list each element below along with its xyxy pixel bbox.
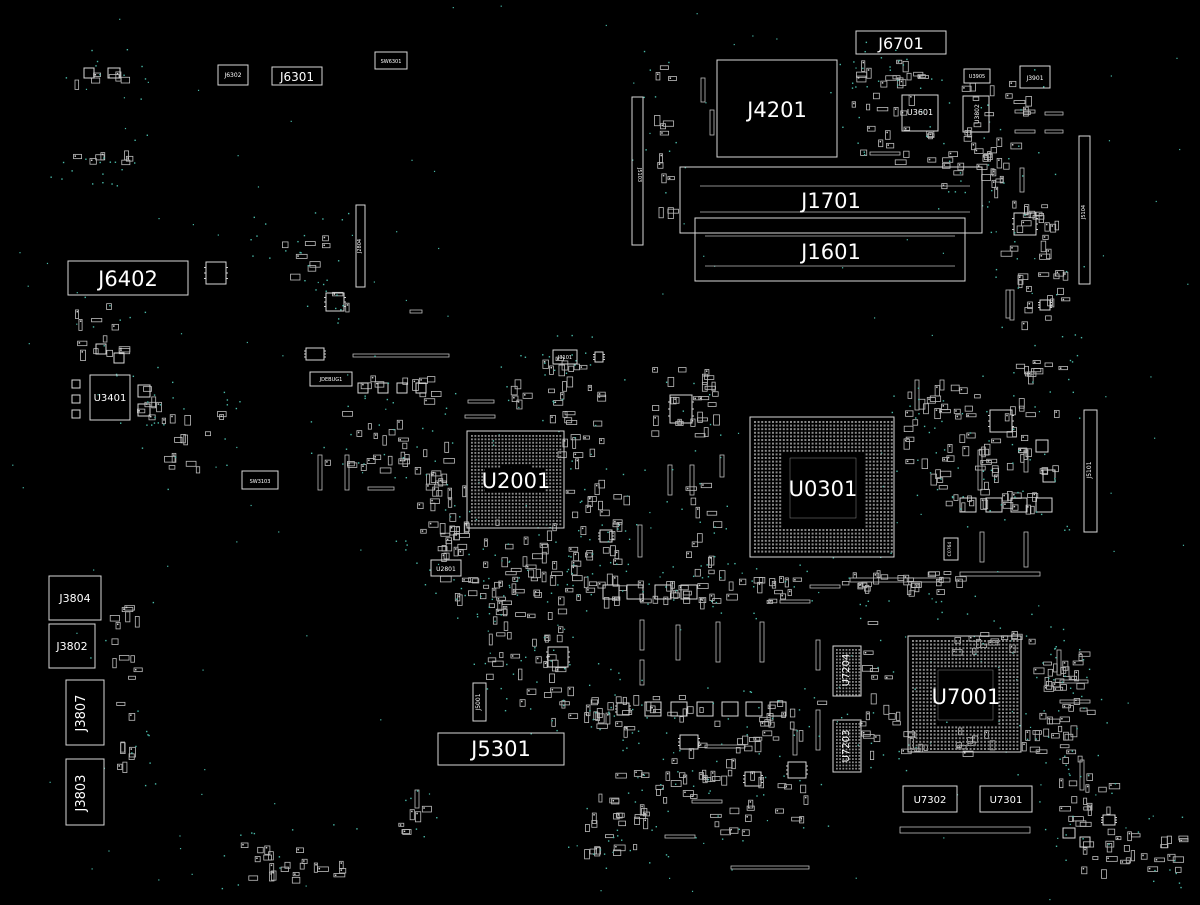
component-label: J2804 xyxy=(357,239,363,254)
component-label: U7204 xyxy=(841,654,852,687)
component-label: C0764 xyxy=(947,542,953,557)
bga-ball-grid xyxy=(836,723,861,770)
component-label: U7301 xyxy=(990,795,1023,806)
component-u7001[interactable]: U7001 xyxy=(907,635,1022,753)
component-j3901[interactable]: J3901 xyxy=(1019,65,1051,89)
component-label: J5301 xyxy=(469,737,531,761)
component-j6302[interactable]: J6302 xyxy=(217,64,249,86)
component-j1601[interactable]: J1601 xyxy=(694,217,966,282)
component-label: J1601 xyxy=(799,240,861,264)
component-label: U0301 xyxy=(789,477,858,501)
component-label: U3905 xyxy=(969,74,985,80)
component-label: J3101 xyxy=(557,355,572,361)
component-label: J6402 xyxy=(96,267,158,291)
component-label: J3901 xyxy=(1025,75,1043,82)
component-label: J3804 xyxy=(58,592,90,605)
component-label: J4201 xyxy=(745,98,807,122)
component-sw3103[interactable]: SW3103 xyxy=(241,470,279,490)
component-label: J3803 xyxy=(74,775,89,813)
component-j3804[interactable]: J3804 xyxy=(48,575,102,621)
component-label: J5103 xyxy=(636,167,642,182)
component-u7301[interactable]: U7301 xyxy=(979,785,1033,813)
component-j3802[interactable]: J3802 xyxy=(48,623,96,669)
bga-ball-grid xyxy=(912,640,1019,750)
component-j4201[interactable]: J4201 xyxy=(716,59,838,158)
component-label: J3807 xyxy=(74,695,89,733)
component-label: U7302 xyxy=(914,795,947,806)
component-u3401[interactable]: U3401 xyxy=(89,374,131,421)
component-label: U3401 xyxy=(94,393,127,404)
component-label: JDEBUG1 xyxy=(319,377,343,383)
component-label: U2001 xyxy=(482,469,551,493)
component-label: J6701 xyxy=(877,34,923,53)
component-j6701[interactable]: J6701 xyxy=(855,30,947,55)
component-label: J5001 xyxy=(475,693,482,711)
component-u2801[interactable]: U2801 xyxy=(430,559,462,577)
component-label: SW3103 xyxy=(250,479,271,485)
component-j1701[interactable]: J1701 xyxy=(679,166,983,234)
bga-ball-grid xyxy=(754,421,893,553)
component-label: J3802 xyxy=(55,640,87,653)
component-u7302[interactable]: U7302 xyxy=(902,785,958,813)
component-label: J6301 xyxy=(279,70,314,84)
bga-ball-grid xyxy=(471,435,562,526)
component-u3802[interactable]: U3802 xyxy=(962,95,990,133)
component-u7203[interactable]: U7203 xyxy=(832,719,862,773)
component-label: U3601 xyxy=(907,108,933,117)
component-j5104[interactable]: J5104 xyxy=(1078,135,1091,285)
component-label: J5104 xyxy=(1081,205,1087,220)
component-j6301[interactable]: J6301 xyxy=(271,66,323,86)
component-j6402[interactable]: J6402 xyxy=(67,260,189,296)
component-u3601[interactable]: U3601 xyxy=(901,94,939,132)
component-c0764[interactable]: C0764 xyxy=(943,537,959,561)
component-label: U2801 xyxy=(436,566,456,573)
component-u3905[interactable]: U3905 xyxy=(963,68,991,84)
component-jdebug1[interactable]: JDEBUG1 xyxy=(309,371,353,387)
small-components-layer xyxy=(12,5,1189,901)
component-u0301[interactable]: U0301 xyxy=(749,416,895,558)
component-j5001[interactable]: J5001 xyxy=(472,682,487,722)
component-u7204[interactable]: U7204 xyxy=(832,645,862,697)
component-label: U7203 xyxy=(841,730,852,763)
component-label: SW6301 xyxy=(381,59,402,65)
component-label: U3802 xyxy=(974,104,981,124)
component-u2001[interactable]: U2001 xyxy=(466,430,565,529)
component-label: J1701 xyxy=(799,189,861,213)
component-j5101[interactable]: J5101 xyxy=(1083,409,1098,533)
component-j3807[interactable]: J3807 xyxy=(65,679,105,746)
component-label: J5101 xyxy=(1086,461,1093,479)
component-label: J6302 xyxy=(223,72,241,79)
component-sw6301[interactable]: SW6301 xyxy=(374,51,408,70)
bga-ball-grid xyxy=(836,649,861,696)
component-j3803[interactable]: J3803 xyxy=(65,758,105,826)
component-label: U7001 xyxy=(932,685,1001,709)
component-j5301[interactable]: J5301 xyxy=(437,732,565,766)
component-j2804[interactable]: J2804 xyxy=(355,204,366,288)
component-j3101[interactable]: J3101 xyxy=(552,349,578,365)
component-j5103[interactable]: J5103 xyxy=(631,96,644,246)
